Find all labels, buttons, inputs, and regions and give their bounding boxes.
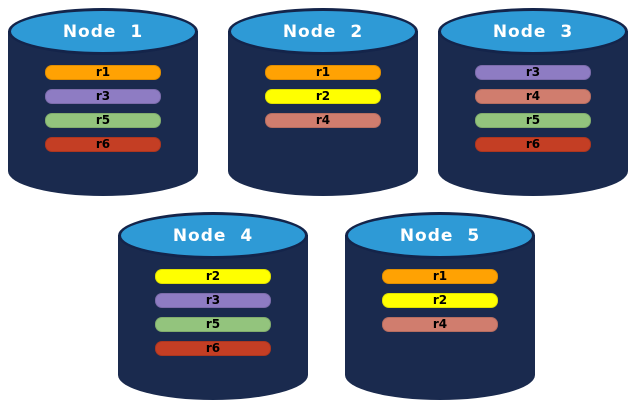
replica-bar-r4: r4	[475, 89, 591, 104]
replica-bar-r5: r5	[155, 317, 271, 332]
cylinder-top: Node 4	[118, 212, 308, 259]
replica-list: r2 r3 r5 r6	[155, 269, 271, 365]
replica-bar-r2: r2	[382, 293, 498, 308]
node-label: Node 2	[282, 21, 364, 42]
cylinder-top: Node 1	[8, 8, 198, 55]
replica-bar-r3: r3	[45, 89, 161, 104]
replica-bar-r3: r3	[155, 293, 271, 308]
node-label: Node 4	[172, 225, 254, 246]
replica-bar-r2: r2	[265, 89, 381, 104]
replica-bar-r6: r6	[475, 137, 591, 152]
db-node-3: Node 3 r3 r4 r5 r6	[438, 8, 628, 196]
replica-bar-r5: r5	[45, 113, 161, 128]
node-label: Node 5	[399, 225, 481, 246]
replica-bar-r5: r5	[475, 113, 591, 128]
replica-bar-r2: r2	[155, 269, 271, 284]
replica-bar-r1: r1	[265, 65, 381, 80]
replica-bar-r3: r3	[475, 65, 591, 80]
db-node-1: Node 1 r1 r3 r5 r6	[8, 8, 198, 196]
db-node-5: Node 5 r1 r2 r4	[345, 212, 535, 400]
replica-bar-r6: r6	[155, 341, 271, 356]
replica-bar-r1: r1	[45, 65, 161, 80]
replica-bar-r4: r4	[265, 113, 381, 128]
replica-list: r1 r2 r4	[265, 65, 381, 137]
cylinder-top: Node 3	[438, 8, 628, 55]
db-node-2: Node 2 r1 r2 r4	[228, 8, 418, 196]
db-node-4: Node 4 r2 r3 r5 r6	[118, 212, 308, 400]
node-label: Node 3	[492, 21, 574, 42]
replica-list: r1 r2 r4	[382, 269, 498, 341]
replica-list: r1 r3 r5 r6	[45, 65, 161, 161]
cylinder-top: Node 2	[228, 8, 418, 55]
replica-bar-r4: r4	[382, 317, 498, 332]
node-label: Node 1	[62, 21, 144, 42]
replica-list: r3 r4 r5 r6	[475, 65, 591, 161]
replica-bar-r1: r1	[382, 269, 498, 284]
cylinder-top: Node 5	[345, 212, 535, 259]
replica-bar-r6: r6	[45, 137, 161, 152]
